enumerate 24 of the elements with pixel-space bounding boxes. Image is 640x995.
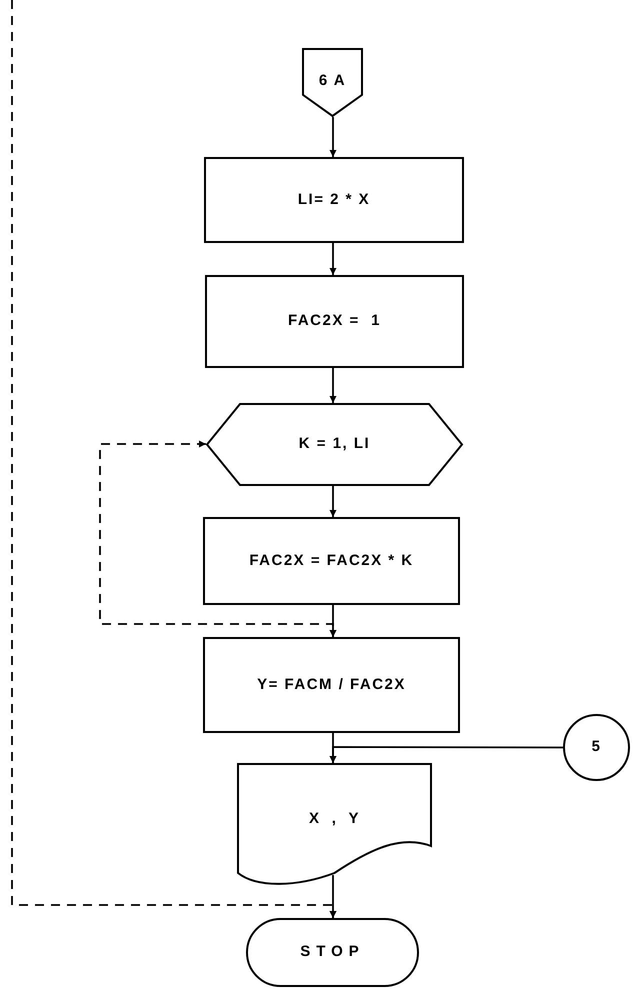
connector-circle	[563, 714, 630, 781]
node-label: 5	[592, 737, 602, 758]
process-box	[205, 275, 464, 368]
node-label: FAC2X = 1	[288, 311, 381, 332]
dashed-arrow	[99, 440, 336, 637]
node-label: Y= FACM / FAC2X	[257, 674, 406, 695]
off-page-connector	[302, 48, 363, 117]
document-shape	[237, 763, 432, 888]
node-label: K = 1, LI	[298, 434, 370, 454]
dashed-arrow	[11, 0, 336, 918]
arrow	[330, 486, 336, 517]
node-label: LI= 2 * X	[298, 190, 370, 210]
node-label: 6 A	[318, 71, 346, 91]
arrow	[330, 368, 336, 403]
process-box	[203, 517, 460, 605]
process-box	[203, 637, 460, 733]
node-label: FAC2X = FAC2X * K	[249, 550, 414, 571]
arrow	[330, 243, 336, 275]
loop-hexagon	[206, 403, 463, 486]
node-label: STOP	[300, 942, 365, 962]
arrow	[330, 117, 336, 157]
arrow	[330, 746, 563, 763]
process-box	[204, 157, 464, 243]
node-label: X , Y	[308, 809, 360, 829]
